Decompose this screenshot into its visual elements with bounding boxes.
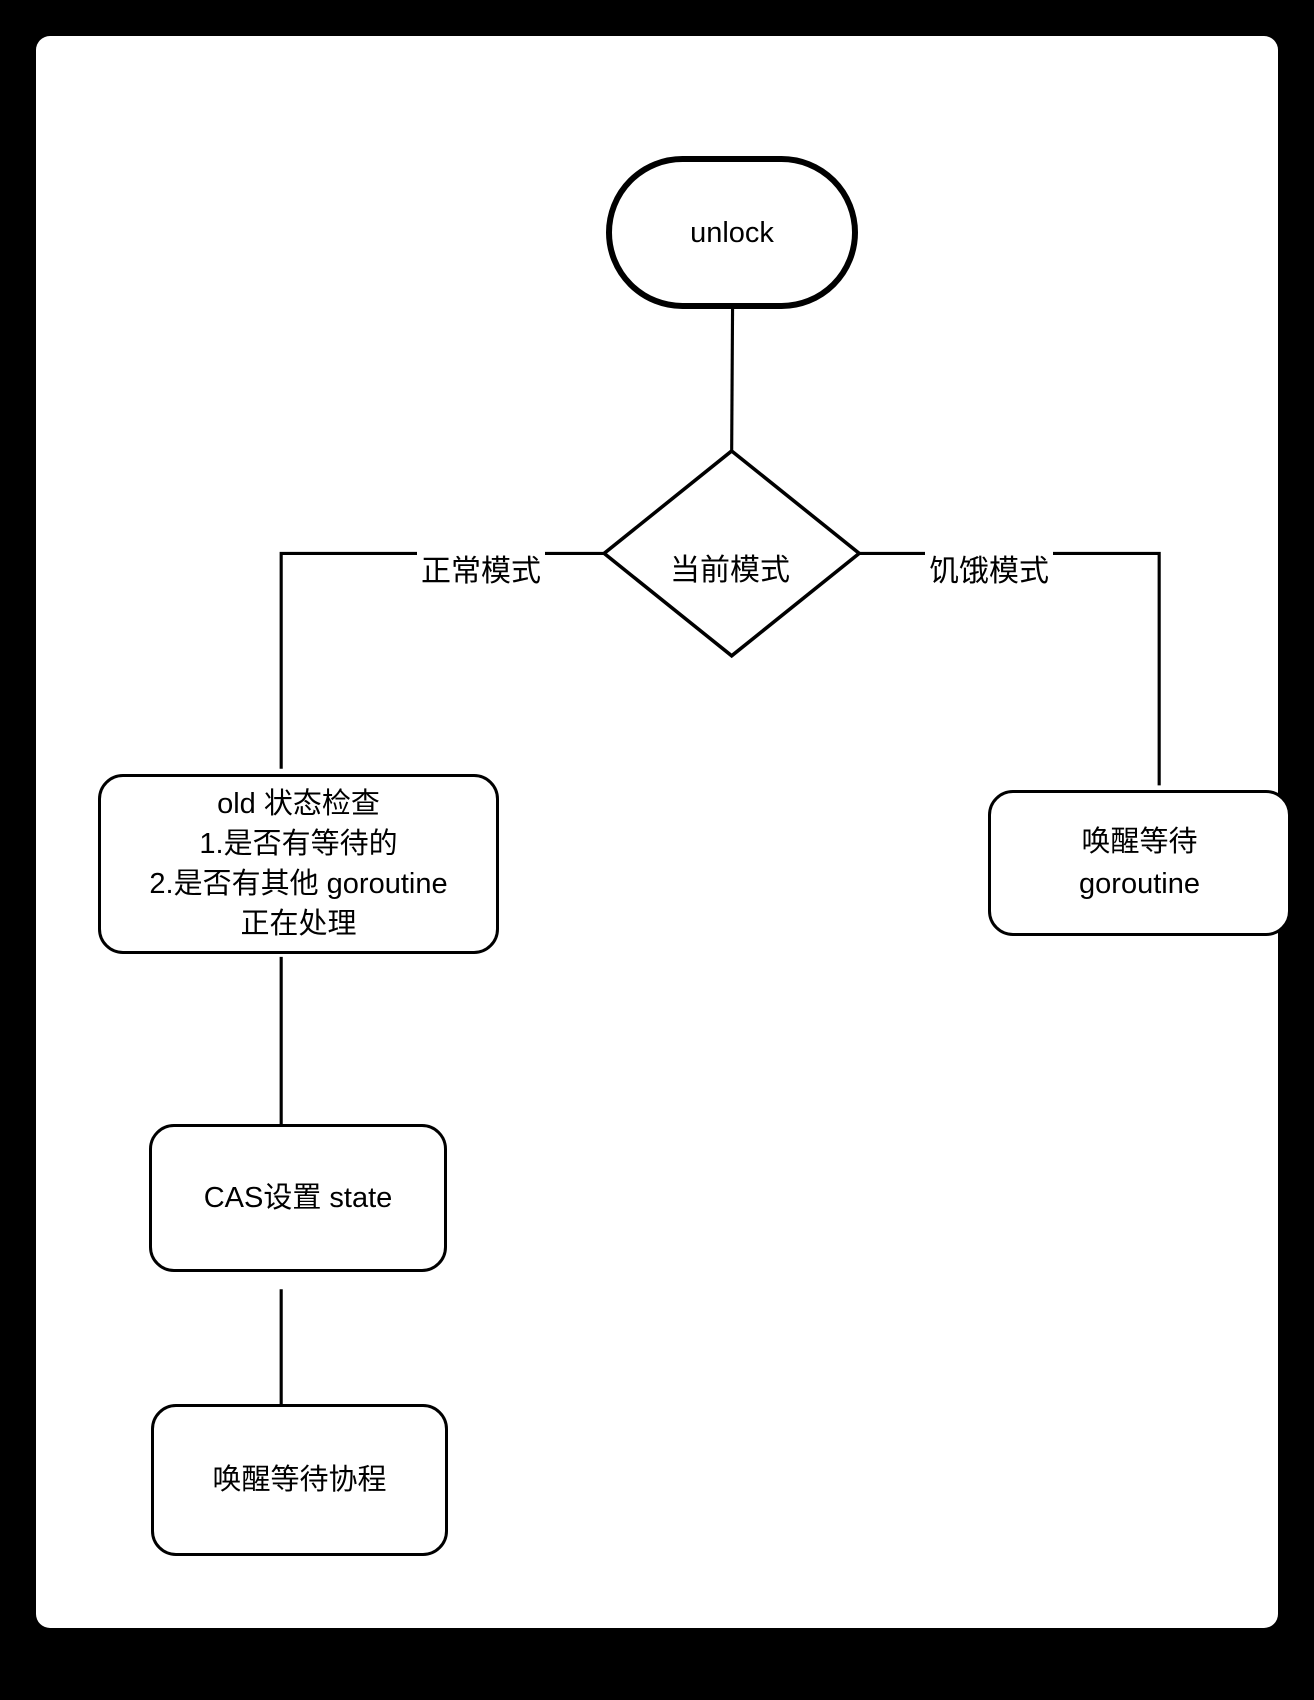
edge-label-normal-mode: 正常模式 — [417, 546, 545, 590]
node-start-unlock: unlock — [606, 156, 858, 309]
node-old-state-check: old 状态检查 1.是否有等待的 2.是否有其他 goroutine 正在处理 — [98, 774, 499, 954]
node-start-label: unlock — [690, 216, 774, 249]
node-wake-waiting-coroutine: 唤醒等待协程 — [151, 1404, 448, 1556]
node-decision-label: 当前模式 — [670, 554, 790, 587]
node-wake-waiting-goroutine-label: 唤醒等待 goroutine — [1079, 826, 1200, 900]
canvas-page: unlock 当前模式 正常模式 饥饿模式 old 状态检查 1.是否有等待的 … — [36, 36, 1291, 1628]
edge-label-starvation-mode: 饥饿模式 — [925, 546, 1053, 590]
node-cas-set-state: CAS设置 state — [149, 1124, 447, 1272]
edge-unlock-to-decision — [730, 282, 735, 450]
node-old-state-check-label: old 状态检查 1.是否有等待的 2.是否有其他 goroutine 正在处理 — [149, 788, 448, 940]
node-decision-current-mode: 当前模式 — [670, 545, 790, 589]
node-cas-set-state-label: CAS设置 state — [203, 1182, 393, 1214]
decision-diamond-shape — [601, 448, 863, 659]
node-wake-waiting-coroutine-label: 唤醒等待协程 — [212, 1464, 387, 1496]
node-wake-waiting-goroutine: 唤醒等待 goroutine — [988, 790, 1291, 936]
